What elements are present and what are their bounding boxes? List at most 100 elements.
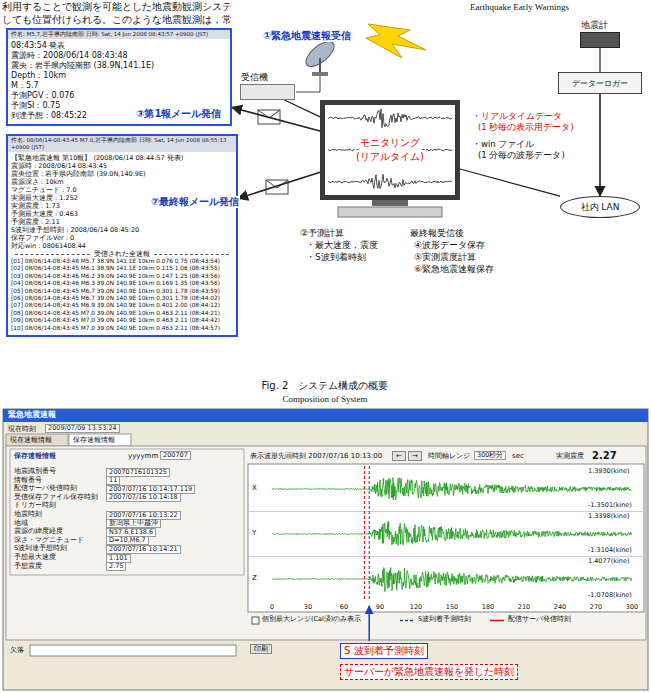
node-text: 件名: M5.7,岩手県内陸南部 日時: Sat, 14 Jun 2008 08… <box>8 30 230 39</box>
field-name: 地震識別番号 <box>14 468 56 475</box>
field-value: 2.75 <box>106 562 126 571</box>
node-text: 震源時：2008/06/14 08:43:48 <box>11 51 227 61</box>
node-text: [01] 08/06/14-08:43:48 M5.7 38.9N 141.1E… <box>11 258 233 265</box>
field-value: 200707 <box>160 451 191 460</box>
ui-text: 現在速報情報 <box>10 436 52 444</box>
ui-text: 保存速報情報 <box>73 436 115 444</box>
axis-tick: 210 <box>518 604 530 611</box>
callout-box: S 波到着予測時刻 <box>340 643 428 659</box>
monitor-waveform <box>328 109 452 189</box>
field-value: 2009/07/09 13:53:24 <box>45 424 120 433</box>
axis-tick: 30 <box>304 604 312 611</box>
running-header: Earthquake Early Warnings <box>470 2 569 12</box>
data-note: ・win ファイル <box>472 140 534 150</box>
node-text: [07] 08/06/14-08:43:45 M6.9 39.0N 140.9E… <box>11 302 233 309</box>
node-text: 08:43:54 発表 <box>11 41 227 51</box>
ui-text: Z <box>252 574 257 582</box>
satellite-dish-part <box>312 72 328 76</box>
data-note: (1 秒毎の表示用データ) <box>478 123 574 133</box>
field-name: 配信サーバ発信時刻 <box>14 485 77 492</box>
node-text: M：5.7 <box>11 81 227 91</box>
process-note: ⑥緊急地震速報保存 <box>414 264 494 274</box>
node-text: [08] 08/06/14-08:43:45 M7.0 39.0N 140.9E… <box>11 310 233 317</box>
connector <box>238 172 320 198</box>
connector <box>232 107 320 131</box>
field-value: 300秒分 <box>474 451 506 460</box>
node-text: Depth：10km <box>11 71 227 81</box>
axis-tick: 180 <box>482 604 494 611</box>
node-text: 受信された全速報 <box>11 250 233 258</box>
monitor-trace <box>328 174 452 188</box>
software-window-part <box>369 466 370 601</box>
software-window-part <box>6 446 646 640</box>
caption-english: Composition of System <box>282 394 367 404</box>
node-text: 保存ファイルVer : 0 <box>11 234 233 242</box>
figure-caption: Fig. 2 システム構成の概要 <box>262 380 389 392</box>
field-name: 情報番号 <box>14 477 42 484</box>
axis-tick: 個別最大レンジ(Cal済)のみ表示 <box>262 616 361 623</box>
field-name: 予想震度 <box>14 563 42 570</box>
node-text: [04] 08/06/14-08:43:46 M6.3 39.0N 140.9E… <box>11 280 233 287</box>
ui-button: ← <box>392 451 406 461</box>
lan-oval: 社内 LAN <box>560 196 640 218</box>
field-name: S波到達予想時刻 <box>14 545 67 552</box>
ui-text: sec <box>512 452 524 460</box>
node-text: 対応win : 08061408.44 <box>11 242 233 250</box>
connector <box>284 100 320 117</box>
axis-tick: 300 <box>626 604 638 611</box>
satellite-dish <box>296 37 338 92</box>
node-text: [10] 08/06/14-08:43:45 M7.0 39.0N 140.9E… <box>11 325 233 332</box>
axis-tick: S波到着予測時刻 <box>418 616 471 623</box>
node-text: 【緊急地震速報 第10報】 (2008/06/14 08:44:57 発表) <box>11 154 233 162</box>
seismic-trace <box>272 521 632 545</box>
process-note: 最終報受信後 <box>410 228 464 238</box>
seismic-trace <box>272 568 632 592</box>
monitor-body-part <box>372 200 408 206</box>
software-window-part <box>248 464 644 612</box>
connector <box>599 94 601 196</box>
lightning-bolt-part <box>366 24 426 58</box>
connector <box>460 169 560 196</box>
amplitude-value: 1.3930(kine) <box>588 468 630 475</box>
data-note: (1 分毎の波形データ) <box>478 151 565 161</box>
field-name: 震源の緯度経度 <box>14 528 63 535</box>
node-text: データーロガー <box>572 78 628 89</box>
software-window-part <box>490 620 504 622</box>
ui-button: 印刷 <box>250 644 272 654</box>
amplitude-value: 1.3398(kine) <box>588 513 630 520</box>
node-text: 予測震度 : 2.11 <box>11 218 233 226</box>
monitor-body-part <box>338 207 442 217</box>
data-logger-box: データーロガー <box>558 72 642 94</box>
monitor-body <box>325 105 455 217</box>
field-name: 深さ・マグニチュード <box>14 537 84 544</box>
node-text: 震源時 : 2008/06/14 08:43:45 <box>11 162 233 170</box>
seismic-trace <box>272 478 632 501</box>
step-label: ⑦最終報メール発信 <box>150 196 240 208</box>
field-name: 地震時刻 <box>14 511 42 518</box>
data-note: ・リアルタイムデータ <box>472 112 562 122</box>
process-note: ・最大速度，震度 <box>306 240 378 250</box>
receiver-box: 受信機 <box>240 84 295 100</box>
node-text: 予測PGV：0.076 <box>11 91 227 101</box>
mail-window: 件名: 08/06/14-08:43:45 M7.0,岩手県内陸南部 日時: S… <box>6 134 238 337</box>
node-text: [02] 08/06/14-08:43:45 M6.1 38.9N 141.1E… <box>11 265 233 272</box>
software-window-part <box>3 409 648 422</box>
field-name: トリガー時刻 <box>14 502 56 509</box>
node-text: [09] 08/06/14-08:43:45 M7.0 39.0N 140.9E… <box>11 317 233 324</box>
axis-tick: 150 <box>446 604 458 611</box>
body-text: 利用することで観測を可能とした地震動観測システ <box>2 1 232 13</box>
mail-envelope-part <box>266 180 288 194</box>
software-window-part <box>368 606 370 641</box>
software-window-part <box>69 434 131 446</box>
field-name: 受信保存ファイル保存時刻 <box>14 494 98 501</box>
node-text: 震央位置 : 岩手県内陸南部 (39.0N,140.9E) <box>11 170 233 178</box>
axis-tick: 配信サーバ発信時刻 <box>508 616 571 623</box>
ui-text: X <box>252 484 257 492</box>
node-text: モニタリング <box>358 136 422 150</box>
node-text: 地震計 <box>581 19 608 32</box>
monitor-trace <box>328 109 452 128</box>
node-text: [06] 08/06/14-08:43:45 M6.7 39.0N 140.9E… <box>11 295 233 302</box>
software-window <box>3 409 648 690</box>
software-window-part <box>364 466 365 601</box>
body-text: しても位置付けられる。このような地震観測は，常 <box>2 14 232 26</box>
